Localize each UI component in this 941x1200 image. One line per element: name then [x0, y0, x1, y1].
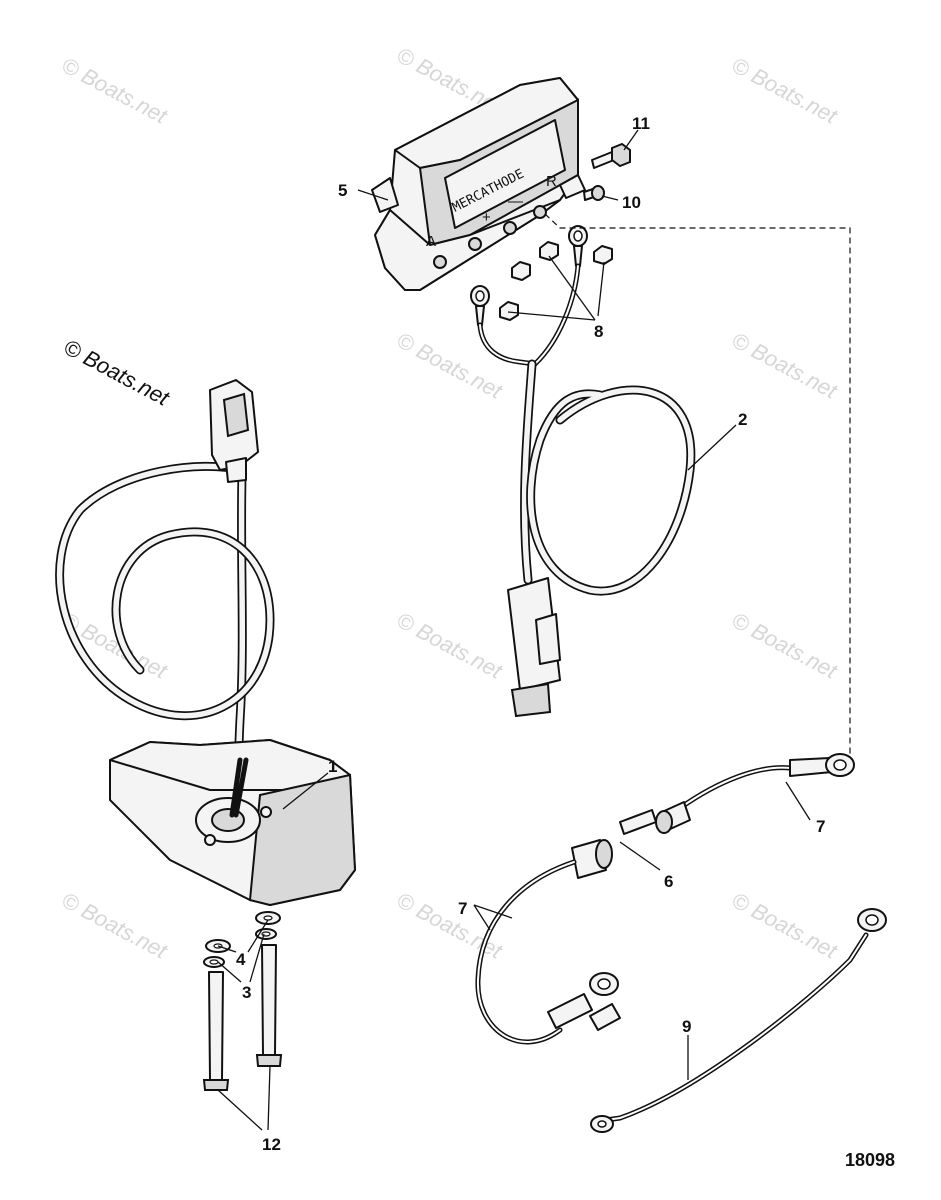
callout-7a: 7 — [816, 817, 825, 836]
figure-number: 18098 — [845, 1150, 895, 1170]
nuts-8 — [499, 241, 613, 321]
watermark: © Boats.net — [393, 327, 507, 404]
terminal-studs — [433, 205, 547, 269]
callout-11: 11 — [632, 114, 650, 133]
callout-10: 10 — [622, 193, 641, 212]
reference-electrode-1 — [55, 379, 357, 907]
callout-4: 4 — [236, 950, 246, 969]
terminal-a-mark: A — [426, 233, 436, 250]
callout-6: 6 — [664, 872, 673, 891]
callout-8: 8 — [594, 322, 603, 341]
watermark: © Boats.net — [728, 52, 842, 129]
mercathode-controller: MERCATHODE A + — R — [371, 77, 586, 291]
callout-2: 2 — [738, 410, 747, 429]
watermark: © Boats.net — [393, 607, 507, 684]
leader-lines — [217, 129, 811, 1131]
watermark: © Boats.net — [58, 52, 172, 129]
anode-harness-2 — [477, 263, 696, 718]
watermark: © Boats.net — [728, 887, 842, 964]
screw-11 — [591, 142, 631, 169]
callout-3: 3 — [242, 983, 251, 1002]
callout-numbers: 1 2 3 4 5 6 7 7 8 9 10 11 12 — [236, 114, 825, 1154]
callout-7b: 7 — [458, 899, 467, 918]
screw-10 — [583, 185, 605, 201]
ground-strap-9 — [590, 908, 887, 1133]
watermark: © Boats.net — [58, 887, 172, 964]
watermark-main: © Boats.net — [60, 334, 174, 411]
callout-1: 1 — [328, 757, 337, 776]
washers-and-screws — [202, 911, 283, 1091]
terminal-plus-mark: + — [482, 209, 491, 226]
watermark: © Boats.net — [728, 607, 842, 684]
terminal-minus-mark: — — [508, 193, 523, 210]
callout-5: 5 — [338, 181, 347, 200]
callout-12: 12 — [262, 1135, 281, 1154]
callout-9: 9 — [682, 1017, 691, 1036]
terminal-r-mark: R — [546, 173, 557, 190]
connection-dashed-line — [544, 213, 851, 770]
fuse-lead-7 — [475, 753, 855, 1045]
watermark: © Boats.net — [728, 327, 842, 404]
